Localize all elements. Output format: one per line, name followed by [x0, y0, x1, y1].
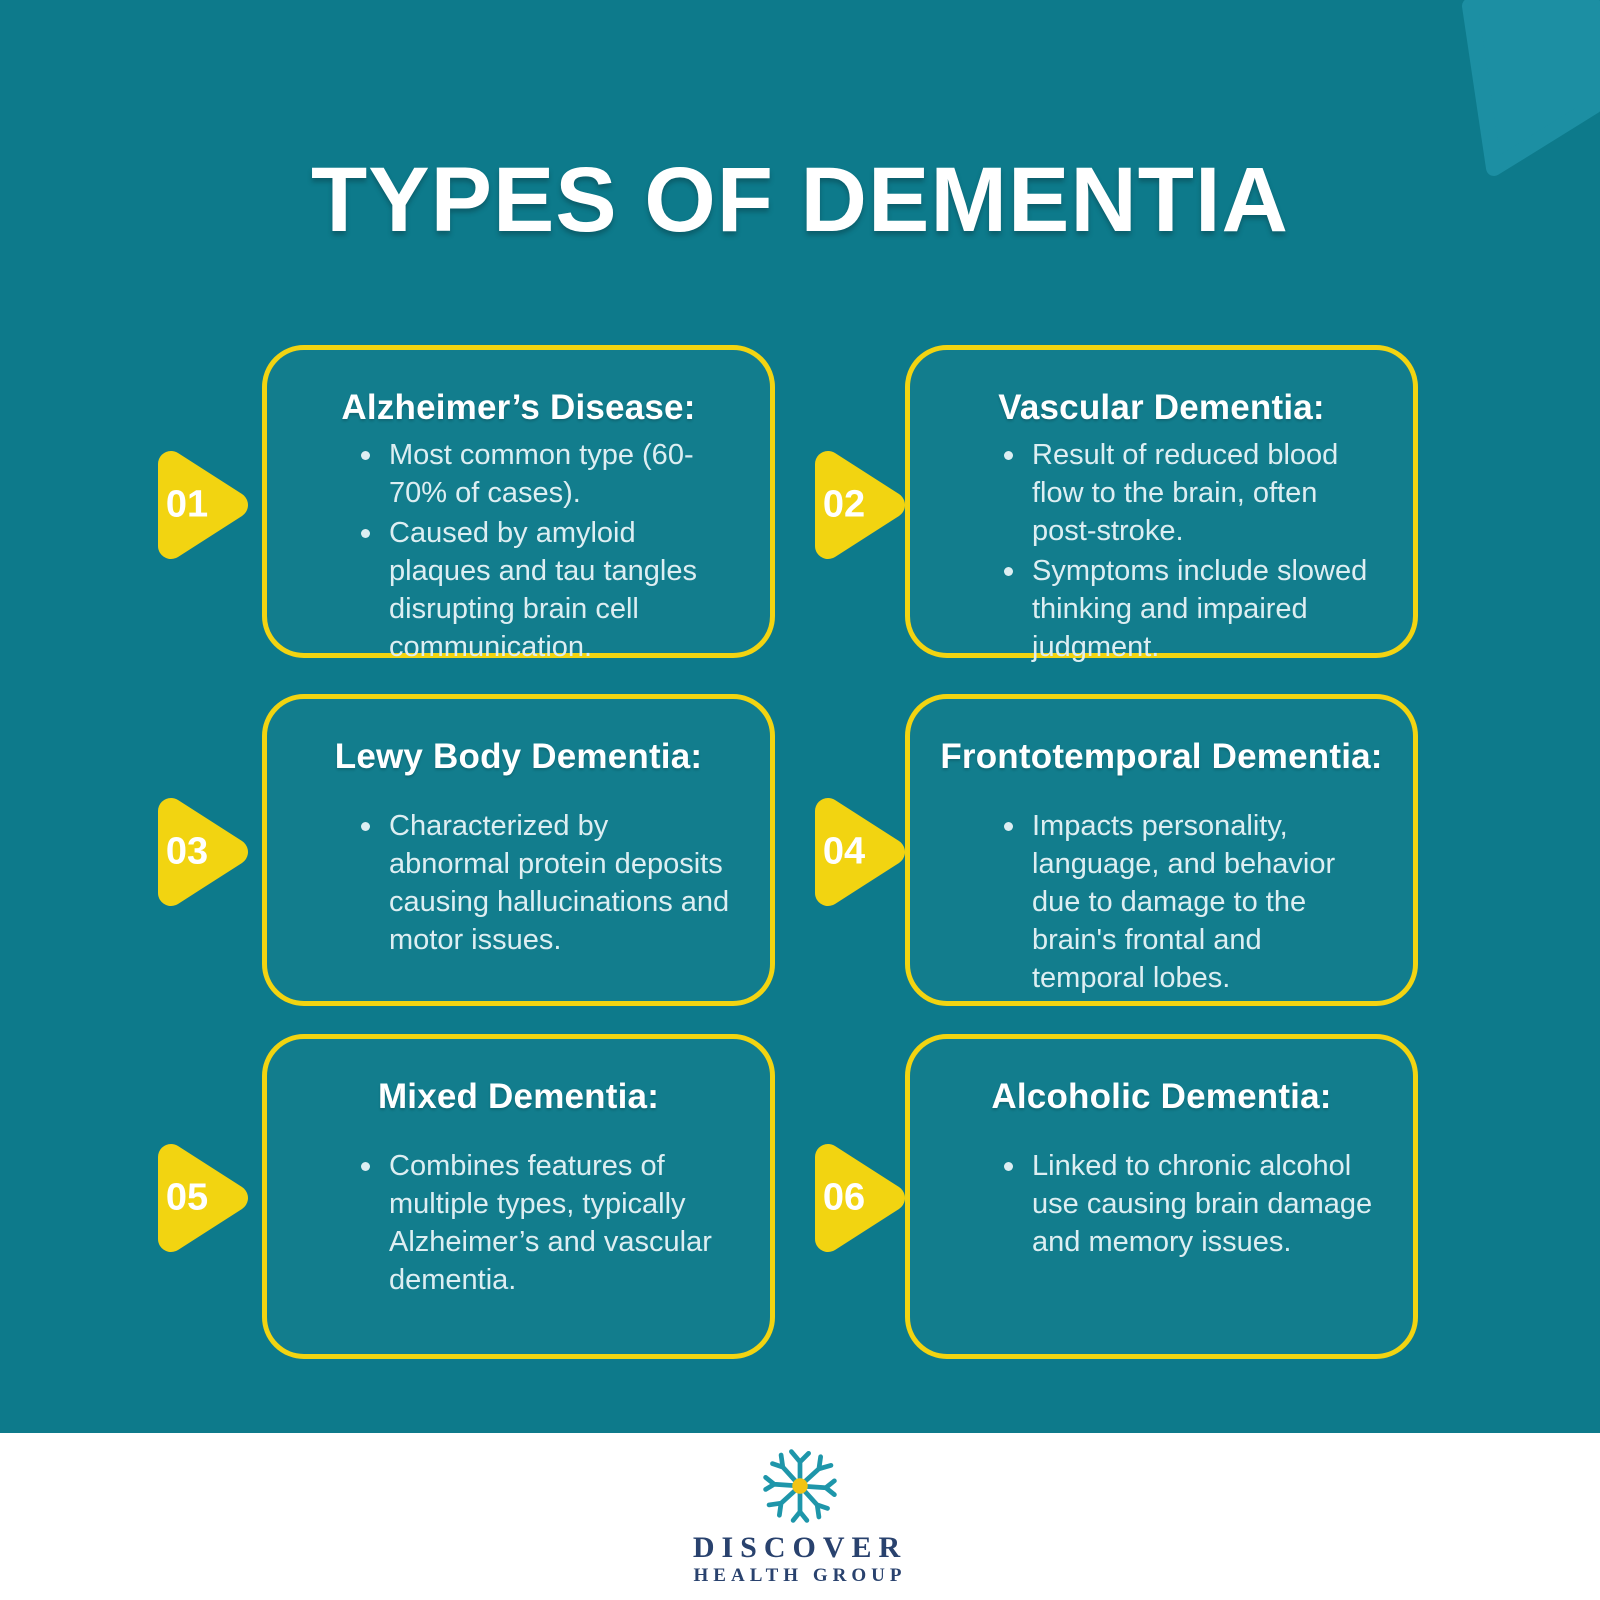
card-heading: Alzheimer’s Disease: — [341, 388, 696, 427]
triangle-arrow-icon — [815, 798, 905, 906]
card-bullet-list: Combines features of multiple types, typ… — [297, 1147, 740, 1299]
card-heading: Lewy Body Dementia: — [334, 737, 703, 776]
badge-number: 06 — [822, 1176, 866, 1219]
brand-name: DISCOVER — [692, 1531, 908, 1564]
card-bullet-list: Most common type (60-70% of cases). Caus… — [297, 436, 740, 666]
brand-subtitle: HEALTH GROUP — [693, 1565, 907, 1586]
neuron-logo-icon — [763, 1449, 837, 1523]
footer: DISCOVER HEALTH GROUP — [0, 1433, 1600, 1600]
card-heading: Vascular Dementia: — [998, 388, 1325, 427]
bullet-item: Symptoms include slowed thinking and imp… — [998, 552, 1377, 666]
card-bullet-list: Result of reduced blood flow to the brai… — [940, 436, 1383, 666]
card-frontotemporal: Frontotemporal Dementia: Impacts persona… — [905, 694, 1418, 1006]
triangle-arrow-icon — [158, 1144, 248, 1252]
card-heading: Alcoholic Dementia: — [991, 1077, 1332, 1116]
card-lewy-body: Lewy Body Dementia: Characterized by abn… — [262, 694, 775, 1006]
badge-number: 03 — [165, 830, 209, 873]
number-badge-06: 06 — [808, 1143, 908, 1253]
number-badge-03: 03 — [151, 797, 251, 907]
triangle-arrow-icon — [158, 798, 248, 906]
badge-number: 02 — [822, 483, 866, 526]
card-heading: Frontotemporal Dementia: — [940, 737, 1383, 776]
triangle-arrow-icon — [815, 1144, 905, 1252]
triangle-arrow-icon — [158, 451, 248, 559]
bullet-item: Combines features of multiple types, typ… — [355, 1147, 734, 1299]
bullet-item: Most common type (60-70% of cases). — [355, 436, 734, 512]
badge-number: 04 — [822, 830, 866, 873]
card-mixed: Mixed Dementia: Combines features of mul… — [262, 1034, 775, 1359]
bullet-item: Linked to chronic alcohol use causing br… — [998, 1147, 1377, 1261]
number-badge-05: 05 — [151, 1143, 251, 1253]
triangle-arrow-icon — [815, 451, 905, 559]
page-title: TYPES OF DEMENTIA — [311, 149, 1289, 251]
number-badge-04: 04 — [808, 797, 908, 907]
number-badge-01: 01 — [151, 450, 251, 560]
badge-number: 01 — [165, 483, 209, 526]
bullet-item: Impacts personality, language, and behav… — [998, 807, 1377, 997]
card-alzheimers: Alzheimer’s Disease: Most common type (6… — [262, 345, 775, 663]
card-bullet-list: Impacts personality, language, and behav… — [940, 807, 1383, 997]
badge-number: 05 — [165, 1176, 209, 1219]
number-badge-02: 02 — [808, 450, 908, 560]
card-alcoholic: Alcoholic Dementia: Linked to chronic al… — [905, 1034, 1418, 1359]
card-bullet-list: Linked to chronic alcohol use causing br… — [940, 1147, 1383, 1261]
bullet-item: Result of reduced blood flow to the brai… — [998, 436, 1377, 550]
card-vascular: Vascular Dementia: Result of reduced blo… — [905, 345, 1418, 663]
bullet-item: Caused by amyloid plaques and tau tangle… — [355, 514, 734, 666]
card-heading: Mixed Dementia: — [377, 1077, 660, 1116]
bullet-item: Characterized by abnormal protein deposi… — [355, 807, 734, 959]
card-bullet-list: Characterized by abnormal protein deposi… — [297, 807, 740, 959]
